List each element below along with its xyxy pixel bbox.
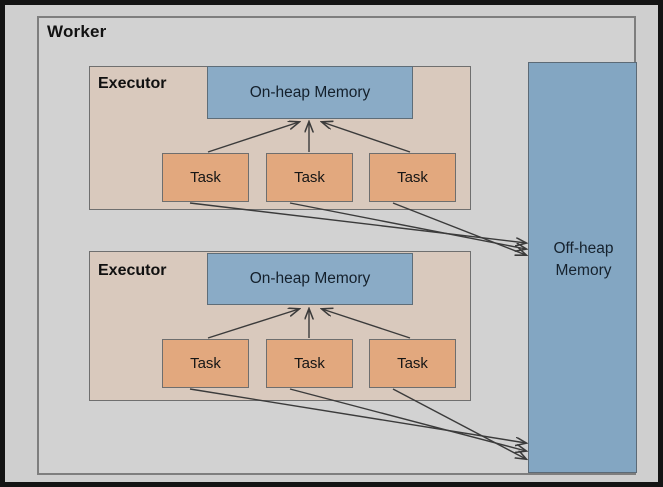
off-heap-memory-label: Off-heap Memory [529,238,638,282]
frame-edge-top [0,0,663,5]
task-box: Task [369,153,456,202]
on-heap-memory-box-2: On-heap Memory [207,253,413,305]
task-box: Task [369,339,456,388]
off-heap-memory-box: Off-heap Memory 初学大数据 [528,62,637,473]
executor-label-2: Executor [98,262,167,279]
task-box: Task [266,339,353,388]
frame-edge-left [0,0,5,487]
off-heap-memory-line-1: Off-heap [553,240,614,257]
off-heap-memory-line-2: Memory [555,262,612,279]
executor-label-1: Executor [98,75,167,92]
task-box: Task [162,339,249,388]
on-heap-memory-box-1: On-heap Memory [207,66,413,119]
frame-edge-bottom [0,482,663,487]
worker-label: Worker [47,22,107,41]
task-box: Task [162,153,249,202]
task-box: Task [266,153,353,202]
frame-edge-right [658,0,663,487]
